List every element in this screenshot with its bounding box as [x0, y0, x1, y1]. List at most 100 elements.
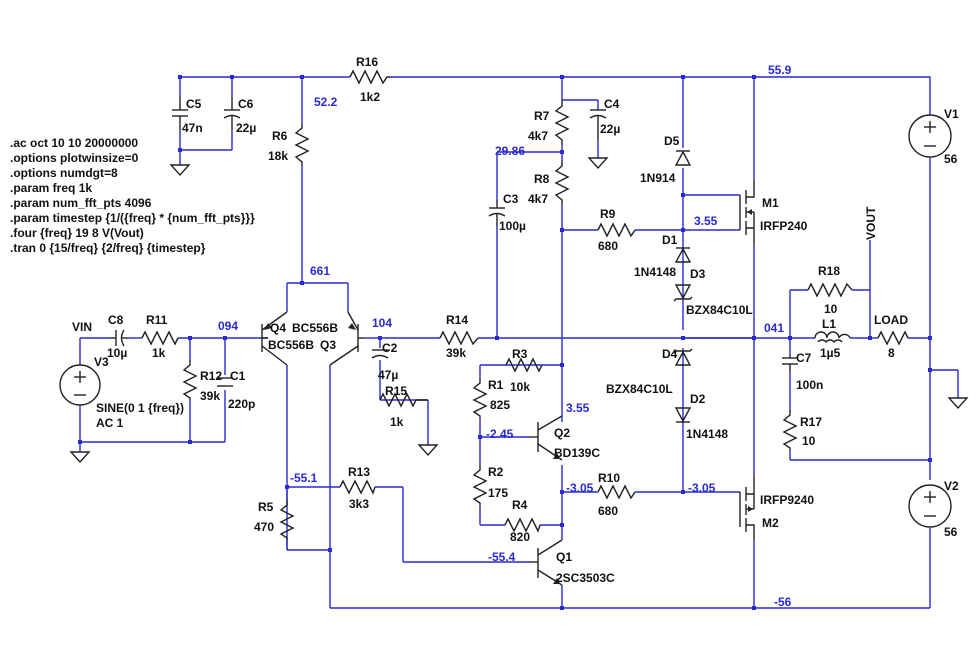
label-q2-value: BD139C	[554, 446, 600, 460]
capacitor-c1[interactable]	[217, 377, 233, 387]
resistor-r7[interactable]	[554, 100, 570, 145]
transistor-q4[interactable]	[261, 311, 288, 366]
label-r1-name: R1	[488, 378, 504, 392]
label-r3-value: 10k	[510, 380, 530, 394]
label-q4-name: Q4	[270, 321, 286, 335]
directive-numdgt: .options numdgt=8	[10, 166, 118, 180]
label-l1-name: L1	[822, 317, 836, 331]
label-c6-value: 22µ	[236, 121, 256, 135]
capacitor-c5[interactable]	[172, 97, 188, 130]
resistor-r16[interactable]	[349, 69, 390, 85]
label-c7-value: 100n	[796, 378, 823, 392]
label-v2-value: 56	[944, 525, 958, 539]
label-m2-name: M2	[762, 516, 779, 530]
label-m2-value: IRFP9240	[760, 493, 814, 507]
capacitor-c4[interactable]	[589, 109, 607, 140]
resistor-r8[interactable]	[554, 160, 570, 205]
capacitor-c8[interactable]	[110, 329, 128, 347]
resistor-r15[interactable]	[379, 392, 428, 408]
label-r11-value: 1k	[152, 346, 166, 360]
resistor-r4[interactable]	[504, 517, 541, 533]
label-r2-name: R2	[488, 465, 504, 479]
net-labels: VIN VOUT	[72, 206, 878, 334]
voltage-source-v2[interactable]	[908, 484, 952, 528]
capacitor-c7[interactable]	[782, 355, 798, 372]
label-d5-value: 1N914	[640, 171, 676, 185]
label-c1-value: 220p	[228, 397, 255, 411]
label-m1-name: M1	[762, 196, 779, 210]
resistor-r18[interactable]	[807, 282, 853, 298]
label-v3-value: SINE(0 1 {freq})	[96, 401, 184, 415]
capacitor-c6[interactable]	[223, 97, 241, 130]
label-q1-name: Q1	[556, 550, 572, 564]
resistor-r13[interactable]	[339, 479, 376, 495]
diode-d2[interactable]	[674, 407, 692, 423]
capacitor-c3[interactable]	[488, 200, 506, 226]
label-c6-name: C6	[238, 97, 254, 111]
directive-tran: .tran 0 {15/freq} {2/freq} {timestep}	[10, 241, 206, 255]
resistor-r6[interactable]	[294, 125, 310, 165]
directive-four: .four {freq} 19 8 V(Vout)	[10, 226, 144, 240]
ground-r15	[417, 444, 439, 457]
label-c8-value: 10µ	[107, 346, 127, 360]
label-r9-value: 680	[598, 239, 618, 253]
resistor-r5[interactable]	[279, 500, 295, 540]
diode-d3[interactable]	[673, 284, 693, 302]
label-c2-value: 47µ	[378, 368, 398, 382]
component-labels: R16 1k2 C5 47n C6 22µ R6 18k R7 4k7 R8 4…	[94, 55, 959, 585]
label-d3-value: BZX84C10L	[686, 303, 753, 317]
label-q2-name: Q2	[554, 426, 570, 440]
label-r9-name: R9	[600, 207, 616, 221]
node-voltage-661: 661	[310, 264, 330, 278]
resistor-r17[interactable]	[782, 410, 798, 450]
voltage-source-v1[interactable]	[908, 114, 952, 158]
label-q3-name: Q3	[320, 338, 336, 352]
label-r7-value: 4k7	[528, 129, 548, 143]
label-v3-value2: AC 1	[96, 416, 124, 430]
resistor-r14[interactable]	[439, 330, 479, 346]
mosfet-m1[interactable]	[739, 180, 755, 245]
label-r4-value: 820	[510, 530, 530, 544]
label-r8-value: 4k7	[528, 192, 548, 206]
label-c8-name: C8	[108, 313, 124, 327]
resistor-r3[interactable]	[505, 357, 543, 373]
node-voltage-56: -56	[774, 595, 792, 609]
voltage-source-v3[interactable]	[59, 364, 101, 406]
label-r6-value: 18k	[268, 149, 288, 163]
resistor-load[interactable]	[877, 330, 909, 346]
node-voltage-52-2: 52.2	[314, 95, 338, 109]
resistor-r9[interactable]	[597, 222, 636, 238]
label-c1-name: C1	[230, 369, 246, 383]
label-r5-value: 470	[254, 520, 274, 534]
label-r3-name: R3	[512, 347, 528, 361]
transistor-q1[interactable]	[530, 539, 563, 586]
diode-d5[interactable]	[674, 150, 692, 166]
resistor-r11[interactable]	[141, 330, 179, 346]
resistor-r1[interactable]	[472, 378, 488, 418]
diode-d1[interactable]	[674, 247, 692, 263]
diode-d4[interactable]	[673, 348, 693, 366]
net-label-vout: VOUT	[864, 206, 878, 240]
transistor-q3[interactable]	[329, 311, 365, 366]
label-c2-name: C2	[382, 341, 398, 355]
directive-param-freq: .param freq 1k	[10, 181, 92, 195]
resistor-r10[interactable]	[597, 484, 636, 500]
spice-directives: .ac oct 10 10 20000000 .options plotwins…	[10, 136, 255, 255]
label-r14-value: 39k	[446, 346, 466, 360]
label-c3-name: C3	[503, 192, 519, 206]
label-d2-name: D2	[690, 392, 706, 406]
resistor-r12[interactable]	[182, 360, 198, 400]
resistor-r2[interactable]	[472, 465, 488, 505]
mosfet-m2[interactable]	[739, 475, 755, 540]
label-r18-value: 10	[824, 302, 838, 316]
label-d4-value: BZX84C10L	[606, 382, 673, 396]
transistor-q2[interactable]	[530, 415, 563, 461]
label-v1-value: 56	[944, 152, 958, 166]
label-c4-value: 22µ	[600, 122, 620, 136]
label-r4-name: R4	[512, 498, 528, 512]
label-d5-name: D5	[664, 134, 680, 148]
label-r10-value: 680	[598, 504, 618, 518]
capacitor-c2[interactable]	[371, 349, 389, 359]
node-voltage-3-55-top: 3.55	[694, 214, 718, 228]
inductor-l1[interactable]	[814, 331, 851, 344]
